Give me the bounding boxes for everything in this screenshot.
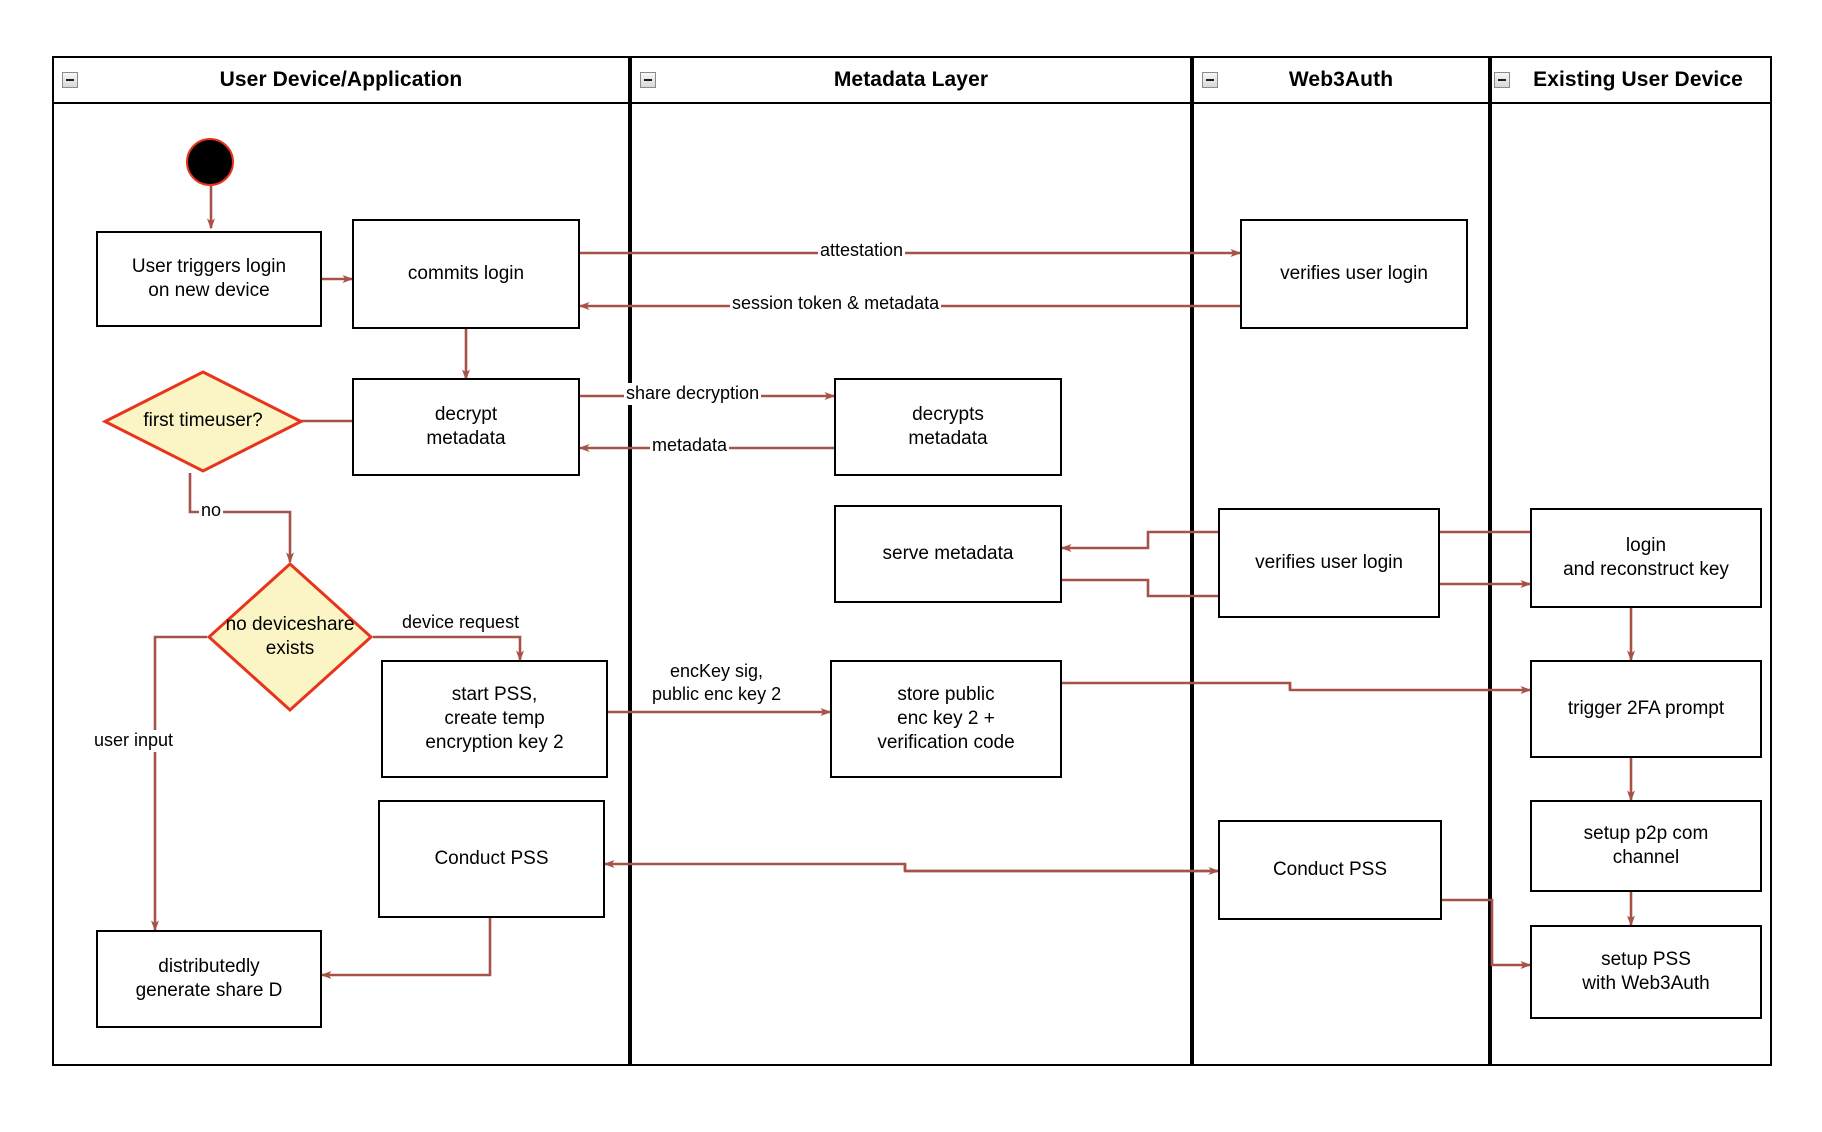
swimlane-header-existing-user-device[interactable]: Existing User Device — [1490, 56, 1772, 104]
diamond-shape — [206, 561, 374, 713]
edge-label-session-token-metadata: session token & metadata — [730, 293, 942, 315]
edge-label-enckey-sig-public-enc-key-2: encKey sig,public enc key 2 — [650, 660, 784, 707]
node-label: Conduct PSS — [1272, 858, 1388, 880]
edge-label-user-input: user input — [92, 730, 176, 752]
node-serve-metadata[interactable]: serve metadata — [834, 505, 1062, 603]
start-node — [186, 138, 234, 186]
swimlane-header-metadata-layer[interactable]: Metadata Layer — [630, 56, 1192, 104]
collapse-minus-icon[interactable] — [1202, 72, 1218, 88]
node-label: serve metadata — [882, 542, 1014, 564]
collapse-minus-icon[interactable] — [1494, 72, 1510, 88]
node-label: commits login — [407, 262, 525, 284]
edge-label-device-request: device request — [400, 612, 522, 634]
node-commits-login[interactable]: commits login — [352, 219, 580, 329]
swimlane-title-web3auth: Web3Auth — [1288, 68, 1394, 91]
node-label: trigger 2FA prompt — [1567, 697, 1725, 719]
swimlane-title-existing-user-device: Existing User Device — [1533, 68, 1743, 91]
swimlane-header-user-device[interactable]: User Device/Application — [52, 56, 630, 104]
edge-label-no: no — [199, 500, 224, 522]
node-label: verifies user login — [1255, 551, 1403, 573]
node-conduct-pss-user-device[interactable]: Conduct PSS — [378, 800, 605, 918]
edge-label-attestation: attestation — [818, 240, 906, 262]
collapse-minus-icon[interactable] — [640, 72, 656, 88]
edge-label-share-decryption: share decryption — [624, 383, 762, 405]
diamond-shape — [101, 370, 305, 473]
collapse-minus-icon[interactable] — [62, 72, 78, 88]
edge-label-metadata: metadata — [650, 435, 730, 457]
node-verifies-user-login-top[interactable]: verifies user login — [1240, 219, 1468, 329]
node-conduct-pss-web3auth[interactable]: Conduct PSS — [1218, 820, 1442, 920]
decision-no-device-share-exists[interactable]: no deviceshare exists — [206, 561, 374, 713]
node-label: Conduct PSS — [434, 847, 549, 869]
node-label: verifies user login — [1280, 262, 1428, 284]
node-trigger-2fa-prompt[interactable]: trigger 2FA prompt — [1530, 660, 1762, 758]
swimlane-header-web3auth[interactable]: Web3Auth — [1192, 56, 1490, 104]
node-verifies-user-login-mid[interactable]: verifies user login — [1218, 508, 1440, 618]
swimlane-title-metadata-layer: Metadata Layer — [833, 68, 989, 91]
decision-first-time-user[interactable]: first timeuser? — [101, 370, 305, 473]
swimlane-title-user-device: User Device/Application — [219, 68, 463, 91]
